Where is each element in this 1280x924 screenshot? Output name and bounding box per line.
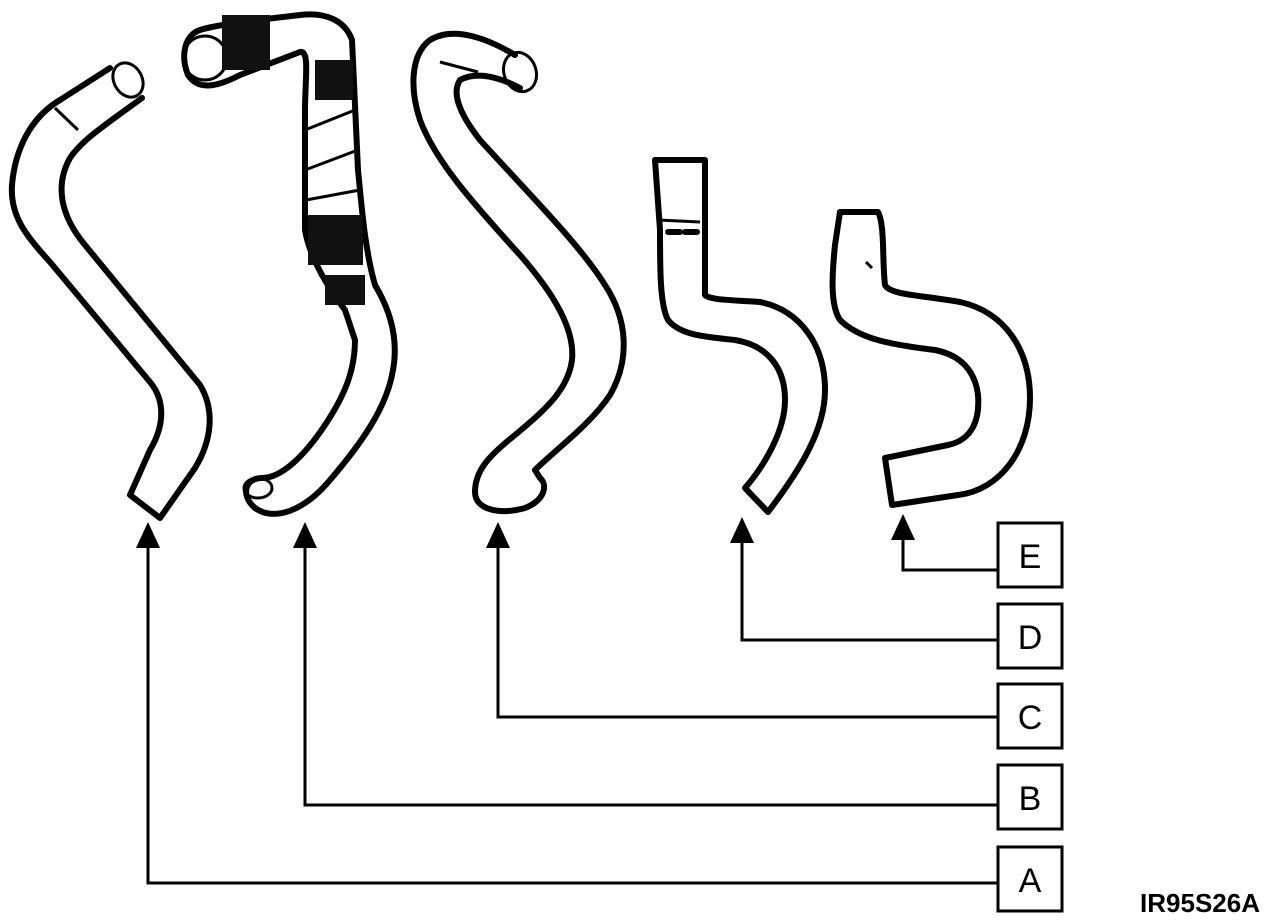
arrow-c (486, 522, 510, 548)
leader-line-b (293, 522, 998, 807)
leader-line-c (486, 522, 998, 719)
label-d-text: D (1018, 619, 1043, 657)
label-e: E (996, 521, 1064, 589)
leader-line-d (730, 517, 998, 642)
label-d: D (996, 602, 1064, 670)
hose-e (829, 209, 1033, 508)
arrow-b (293, 522, 317, 548)
hose-a (8, 61, 213, 521)
figure-code: IR95S26A (1140, 888, 1260, 918)
arrow-e (891, 514, 915, 540)
label-e-text: E (1019, 538, 1042, 576)
arrow-a (136, 522, 160, 548)
hose-d (652, 157, 828, 515)
label-a-text: A (1019, 862, 1042, 900)
hose-b (181, 11, 398, 517)
label-a: A (996, 845, 1064, 913)
leader-line-e (891, 514, 998, 572)
label-c-text: C (1018, 699, 1043, 737)
leader-line-a (136, 522, 998, 885)
label-c: C (996, 682, 1064, 750)
hose-c (410, 30, 627, 514)
label-b-text: B (1019, 780, 1042, 818)
arrow-d (730, 517, 754, 543)
label-b: B (996, 763, 1064, 831)
